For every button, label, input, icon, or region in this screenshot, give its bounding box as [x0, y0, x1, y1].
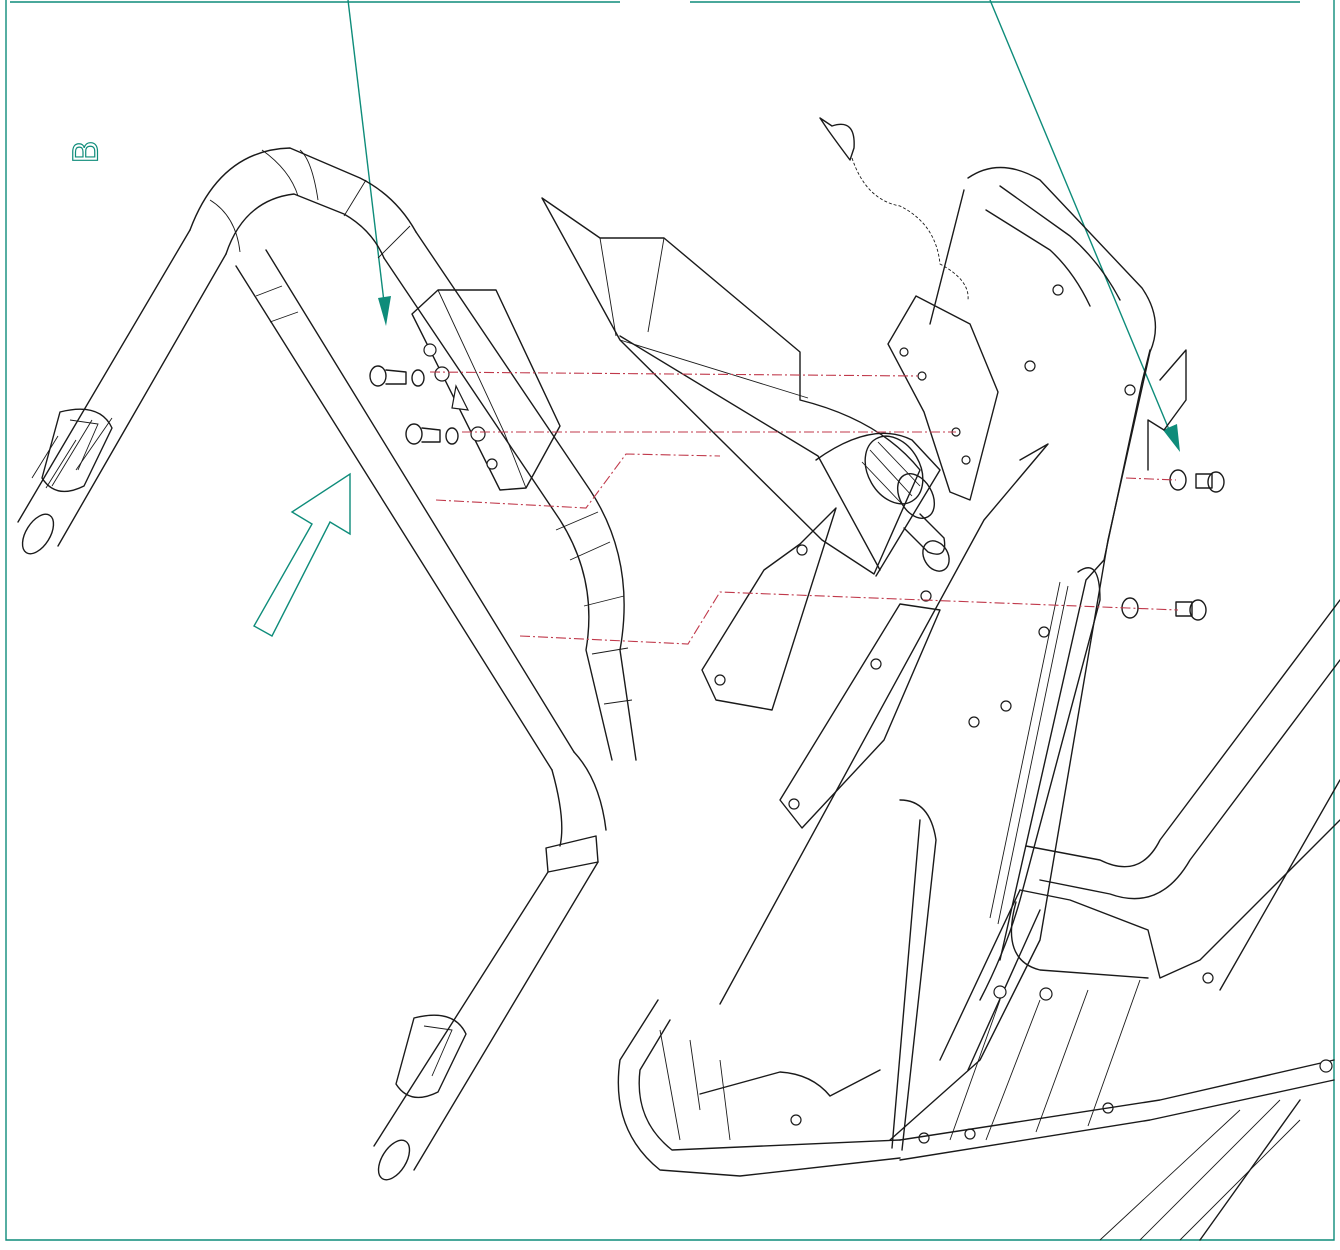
- bolt-lower-left: [405, 423, 459, 445]
- console-mount-plate: [541, 197, 941, 577]
- base-frame: [617, 599, 1340, 1241]
- adjustment-knob: [861, 435, 950, 572]
- left-grip-cap: [41, 408, 113, 493]
- handlebar: [17, 147, 637, 1181]
- bolt-upper-right: [1169, 469, 1225, 493]
- leader-arrow-left: [347, 0, 391, 326]
- washer-lower-left: [445, 427, 459, 445]
- frame-border: [5, 0, 1335, 1241]
- view-marker-b: B: [66, 140, 107, 165]
- vertical-plate: [887, 295, 999, 501]
- upright-frame: [719, 166, 1157, 1141]
- leader-arrow-right: [989, 0, 1180, 452]
- bolt-upper-left: [369, 365, 425, 387]
- assembly-guide-lines: [429, 371, 1179, 645]
- washer-upper-left: [411, 369, 425, 387]
- washer-upper-right: [1169, 469, 1187, 491]
- right-grip-cap: [395, 1014, 467, 1099]
- safety-key-chain: [819, 117, 969, 301]
- view-label: B: [67, 140, 107, 163]
- insert-direction-arrow: [253, 472, 351, 637]
- lower-brackets: [701, 507, 941, 829]
- mounting-bracket: [411, 289, 561, 491]
- side-bracket: [1147, 349, 1187, 471]
